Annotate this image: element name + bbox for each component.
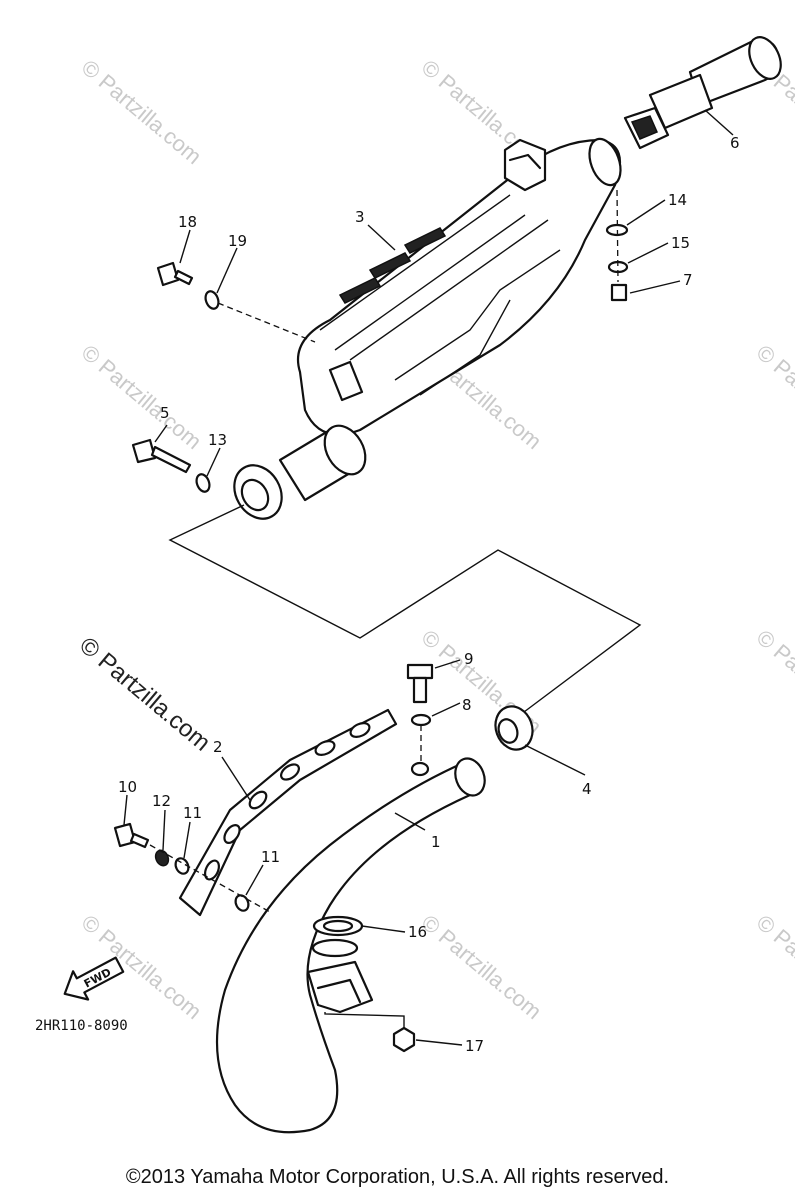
callout-17: 17 [465,1037,484,1055]
main-watermark: © Partzilla.com [74,632,215,757]
exhaust-pipe-part-1[interactable] [215,754,490,1134]
watermark: © Partzilla.com [752,910,795,1024]
drawing-code: 2HR110-8090 [35,1018,128,1034]
watermark: © Partzilla.com [752,340,795,454]
washer-part-11-upper[interactable] [173,856,191,876]
muffler-inlet-clamp[interactable] [225,418,374,527]
bolt-part-5[interactable] [131,438,192,474]
callout-15: 15 [671,234,690,252]
tailpipe-part-6[interactable] [623,32,787,150]
watermark-layer: © Partzilla.com © Partzilla.com © Partzi… [77,55,795,1024]
callout-7: 7 [683,271,693,289]
watermark: © Partzilla.com [752,625,795,739]
callout-9: 9 [464,650,474,668]
callout-11-upper: 11 [183,804,202,822]
callout-14: 14 [668,191,687,209]
washer-part-11-lower[interactable] [233,893,251,913]
callout-4: 4 [582,780,592,798]
callout-12: 12 [152,792,171,810]
nut-part-17[interactable] [392,1026,416,1053]
gasket-part-4[interactable] [490,701,539,755]
bolt-7-alignment-line [616,189,619,283]
washer-part-8[interactable] [410,713,432,727]
washer-part-19[interactable] [203,289,220,310]
callout-6: 6 [730,134,740,152]
callout-18: 18 [178,213,197,231]
gasket-part-16-inner [322,919,354,933]
watermark: © Partzilla.com [417,910,547,1024]
copyright-notice: ©2013 Yamaha Motor Corporation, U.S.A. A… [125,1166,670,1188]
bolt-part-7[interactable] [610,283,628,302]
forward-direction-arrow: FWD [63,956,125,1001]
muffler-part-3[interactable] [296,135,626,436]
exhaust-flange[interactable] [306,960,374,1014]
callout-1: 1 [431,833,441,851]
callout-10: 10 [118,778,137,796]
nut-17-alignment-line [324,1012,405,1028]
heat-protector-part-2[interactable] [178,708,398,917]
assembly-connection-outline [168,504,642,713]
bolt-part-9[interactable] [406,663,434,704]
callout-3: 3 [355,208,365,226]
callout-19: 19 [228,232,247,250]
callout-2: 2 [213,738,223,756]
bolt-18-alignment-line [217,302,316,343]
bolt-part-10[interactable] [113,822,150,849]
washer-part-13[interactable] [194,472,211,493]
callout-16: 16 [408,923,427,941]
watermark: © Partzilla.com [77,340,207,454]
callout-leaders [123,109,734,1046]
gasket-seat [311,938,359,958]
callout-11-lower: 11 [261,848,280,866]
callout-13: 13 [208,431,227,449]
callout-labels: 1 2 3 4 5 6 7 8 9 10 11 11 12 13 14 15 1… [118,134,740,1055]
watermark: © Partzilla.com [77,55,207,169]
callout-8: 8 [462,696,472,714]
bolt-10-alignment-line [149,844,271,913]
bolt-part-18[interactable] [156,261,194,287]
callout-5: 5 [160,404,170,422]
